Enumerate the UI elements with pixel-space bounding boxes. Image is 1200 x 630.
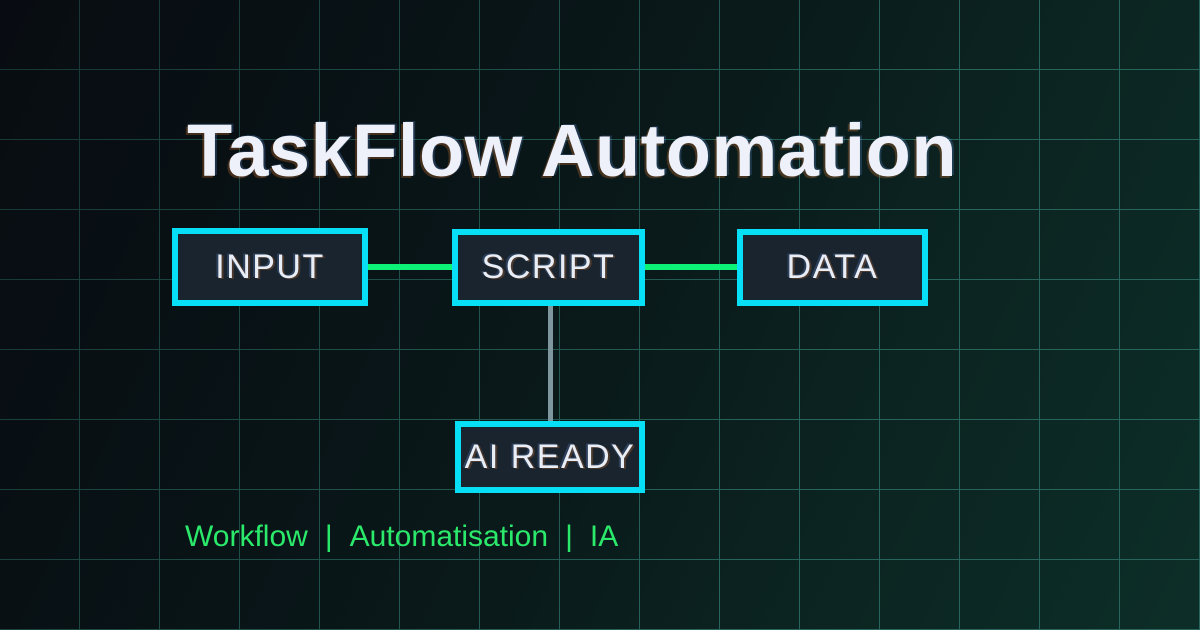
footer-separator: | [565,520,573,553]
node-data-label: DATA [786,248,879,286]
node-data: DATA [737,229,928,306]
connector-script-data [645,264,737,270]
connector-input-script [368,264,452,270]
footer-tag-automatisation: Automatisation [349,520,549,553]
node-script-label: SCRIPT [481,248,616,286]
node-ai-ready: AI READY [455,421,645,493]
page-title: TaskFlow Automation [187,109,958,192]
node-script: SCRIPT [452,229,645,306]
connector-script-ai-ready [548,306,553,421]
node-input-label: INPUT [215,247,325,286]
footer-tag-ia: IA [589,520,619,553]
node-input: INPUT [172,228,368,306]
footer-tags: Workflow | Automatisation | IA [185,520,618,554]
node-ai-ready-label: AI READY [464,437,636,476]
footer-tag-workflow: Workflow [185,520,308,553]
footer-separator: | [324,520,333,553]
